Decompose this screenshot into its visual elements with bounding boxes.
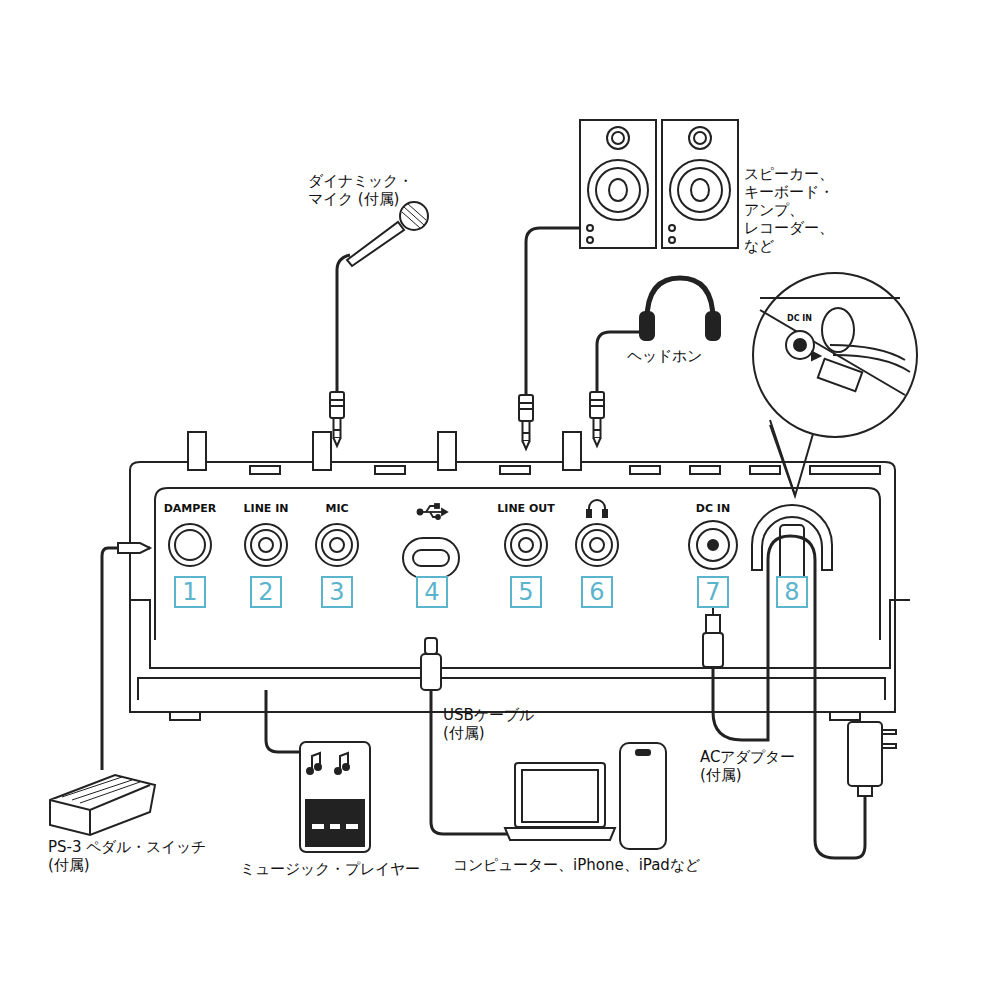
callout-text: 3 <box>329 580 344 604</box>
callout-number: 3 <box>321 576 353 608</box>
jack-label: LINE OUT <box>497 502 554 515</box>
callout-number: 7 <box>697 576 729 608</box>
cable-label: USBケーブル (付属) <box>443 706 534 742</box>
callout-number: 8 <box>776 576 808 608</box>
callout-number: 1 <box>174 576 206 608</box>
device-label: ミュージック・プレイヤー <box>240 860 420 878</box>
jack-label: DC IN <box>787 314 812 324</box>
device-label: ヘッドホン <box>627 347 702 365</box>
callout-text: 7 <box>705 580 720 604</box>
cable-label: ACアダプター (付属) <box>700 748 795 784</box>
jack-label: DAMPER <box>164 502 217 515</box>
callout-number: 5 <box>510 576 542 608</box>
device-label: コンピューター、iPhone、iPadなど <box>453 856 700 874</box>
jack-label: LINE IN <box>244 502 289 515</box>
jack-label: MIC <box>325 502 348 515</box>
callout-text: 8 <box>784 580 799 604</box>
jack-label: DC IN <box>696 502 730 515</box>
callout-text: 1 <box>182 580 197 604</box>
callout-text: 4 <box>424 580 439 604</box>
callout-text: 6 <box>589 580 604 604</box>
callout-number: 4 <box>416 576 448 608</box>
device-label: ダイナミック・マイク (付属) <box>308 172 413 208</box>
callout-text: 5 <box>518 580 533 604</box>
device-label: スピーカー、 キーボード・アンプ、 レコーダー、 など <box>744 165 834 255</box>
callout-text: 2 <box>258 580 273 604</box>
callout-number: 6 <box>581 576 613 608</box>
device-label: PS-3 ペダル・スイッチ (付属) <box>48 838 238 874</box>
callout-number: 2 <box>250 576 282 608</box>
